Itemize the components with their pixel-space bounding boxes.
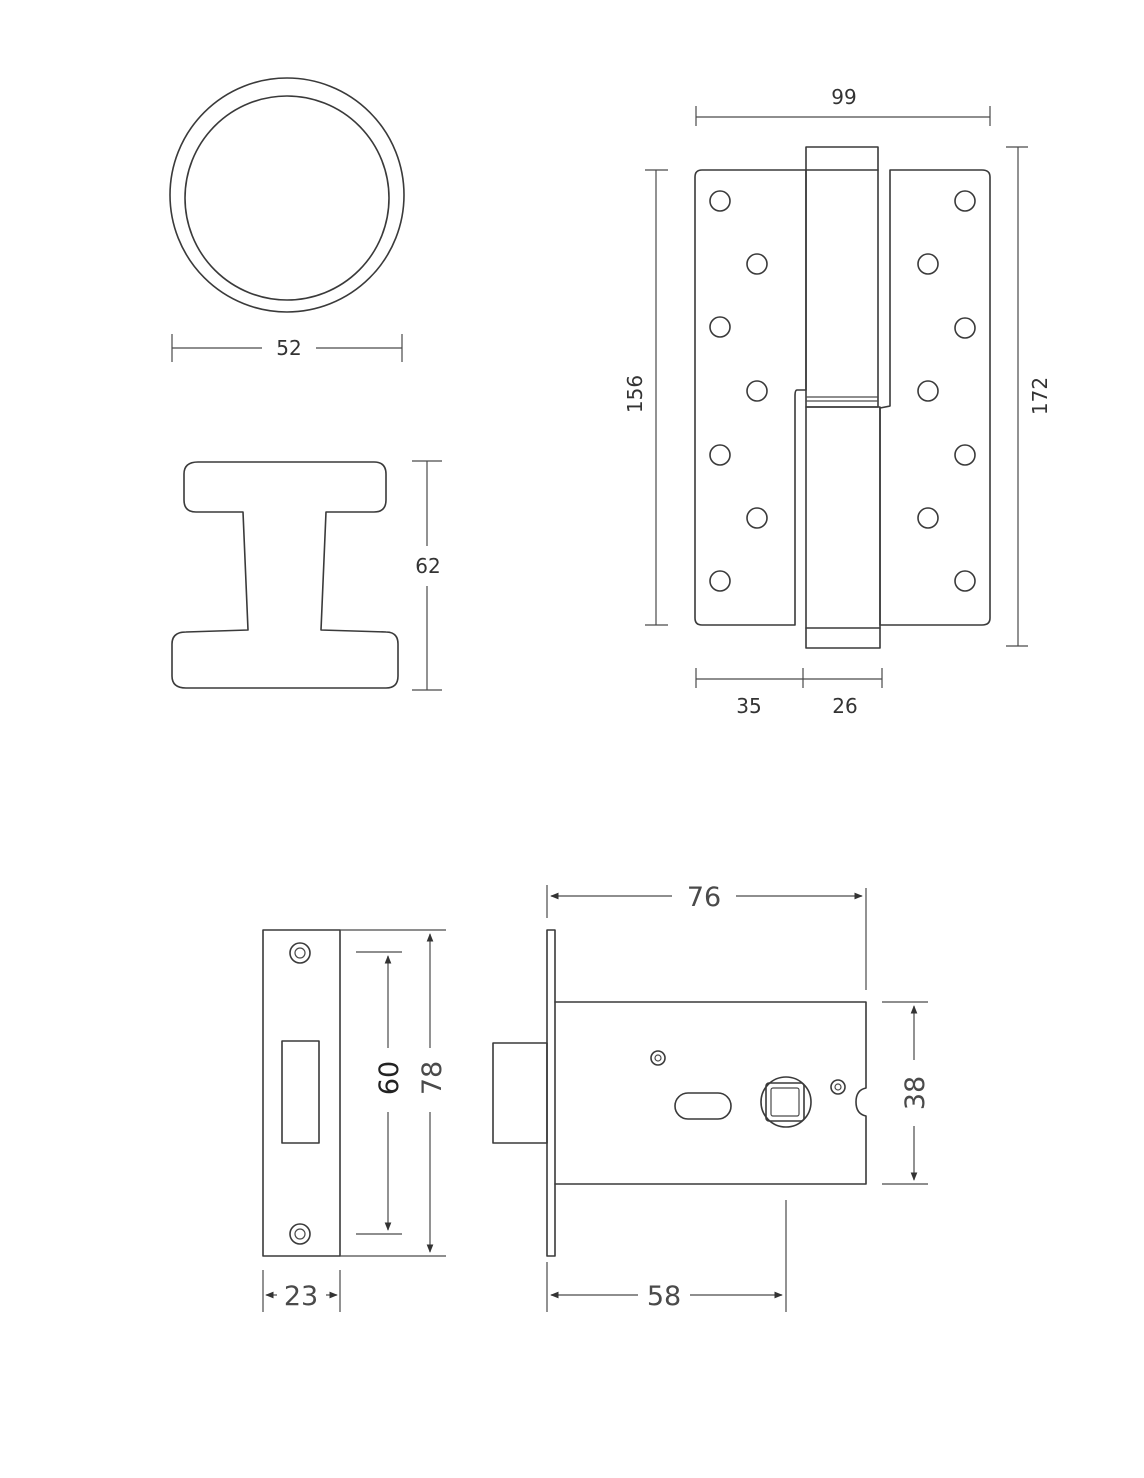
lock-body-height-dimension: 38 bbox=[882, 1001, 931, 1185]
strike-height-label: 78 bbox=[417, 1061, 448, 1095]
lock-body-height-label: 38 bbox=[900, 1076, 931, 1110]
lock-backset-label: 58 bbox=[647, 1281, 681, 1312]
hinge-total-height-dimension: 172 bbox=[1006, 146, 1052, 647]
strike-screw-spacing-label: 60 bbox=[374, 1061, 405, 1095]
lock-backset-dimension: 58 bbox=[546, 1200, 787, 1312]
hinge-bottom-dimensions: 35 26 bbox=[695, 668, 883, 718]
knob-top-view bbox=[169, 77, 405, 313]
hinge-width-label: 99 bbox=[831, 85, 856, 109]
knob-height-dimension: 62 bbox=[412, 460, 442, 691]
lock-length-label: 76 bbox=[687, 882, 721, 913]
hinge-width-dimension: 99 bbox=[695, 85, 991, 126]
strike-plate-view bbox=[262, 929, 341, 1257]
strike-width-label: 23 bbox=[284, 1281, 318, 1312]
knob-width-dimension: 52 bbox=[171, 334, 403, 362]
hinge-total-height-label: 172 bbox=[1028, 377, 1052, 415]
hinge-leaf-left-label: 35 bbox=[736, 694, 761, 718]
hinge-leaf-height-label: 156 bbox=[623, 375, 647, 413]
lock-body-view bbox=[492, 929, 867, 1257]
hinge-view bbox=[694, 146, 991, 649]
strike-width-dimension: 23 bbox=[262, 1270, 341, 1312]
strike-screw-spacing-dimension: 60 bbox=[356, 951, 405, 1235]
knob-side-view bbox=[171, 461, 399, 689]
strike-height-dimension: 78 bbox=[340, 929, 448, 1257]
knob-width-label: 52 bbox=[276, 336, 301, 360]
hinge-leaf-height-dimension: 156 bbox=[623, 169, 668, 626]
knob-height-label: 62 bbox=[415, 554, 440, 578]
lock-length-dimension: 76 bbox=[546, 882, 867, 990]
hinge-knuckle-label: 26 bbox=[832, 694, 857, 718]
